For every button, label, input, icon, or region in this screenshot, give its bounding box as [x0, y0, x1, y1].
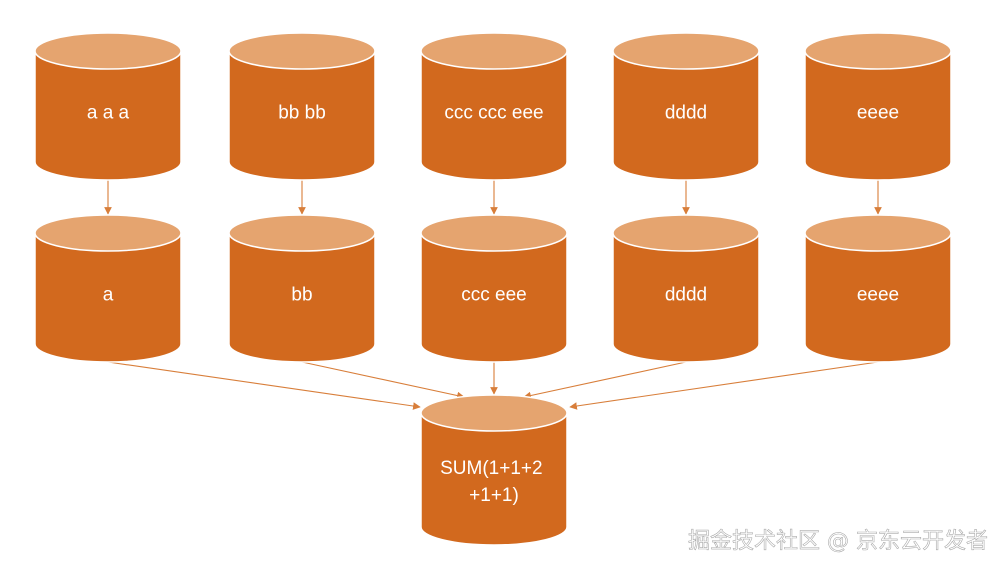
connector-arrows: [104, 180, 882, 410]
source-cylinder: eeee: [804, 32, 952, 181]
dedup-cylinder: ccc eee: [420, 214, 568, 363]
cylinder-label: a: [103, 285, 114, 306]
dedup-cylinder: dddd: [612, 214, 760, 363]
cylinder-label: bb bb: [278, 103, 326, 124]
connector-arrow: [523, 361, 687, 400]
cylinder-label: ccc eee: [461, 285, 526, 306]
watermark-text: 掘金技术社区 @ 京东云开发者: [688, 529, 988, 554]
connector-arrow: [301, 361, 465, 400]
cylinder-label: a a a: [87, 103, 130, 124]
cylinder-label: dddd: [665, 103, 707, 124]
source-row: a a a bb bb ccc ccc eee dddd eeee: [34, 32, 952, 181]
connector-arrow: [569, 361, 879, 410]
deduplicated-row: a bb ccc eee dddd eeee: [34, 214, 952, 363]
cylinder-label: ccc ccc eee: [444, 103, 543, 124]
source-cylinder: a a a: [34, 32, 182, 181]
sum-label-line2: +1+1): [469, 485, 519, 506]
source-cylinder: dddd: [612, 32, 760, 181]
sum-cylinder: SUM(1+1+2 +1+1): [420, 394, 568, 546]
sum-label-line1: SUM(1+1+2: [440, 458, 542, 479]
source-cylinder: bb bb: [228, 32, 376, 181]
cylinder-label: dddd: [665, 285, 707, 306]
sum-label: SUM(1+1+2 +1+1): [440, 458, 548, 506]
dedup-cylinder: bb: [228, 214, 376, 363]
cylinder-label: eeee: [857, 285, 899, 306]
cylinder-label: bb: [291, 285, 312, 306]
dedup-cylinder: a: [34, 214, 182, 363]
source-cylinder: ccc ccc eee: [420, 32, 568, 181]
dedup-cylinder: eeee: [804, 214, 952, 363]
cylinder-label: eeee: [857, 103, 899, 124]
connector-arrow: [107, 361, 421, 410]
